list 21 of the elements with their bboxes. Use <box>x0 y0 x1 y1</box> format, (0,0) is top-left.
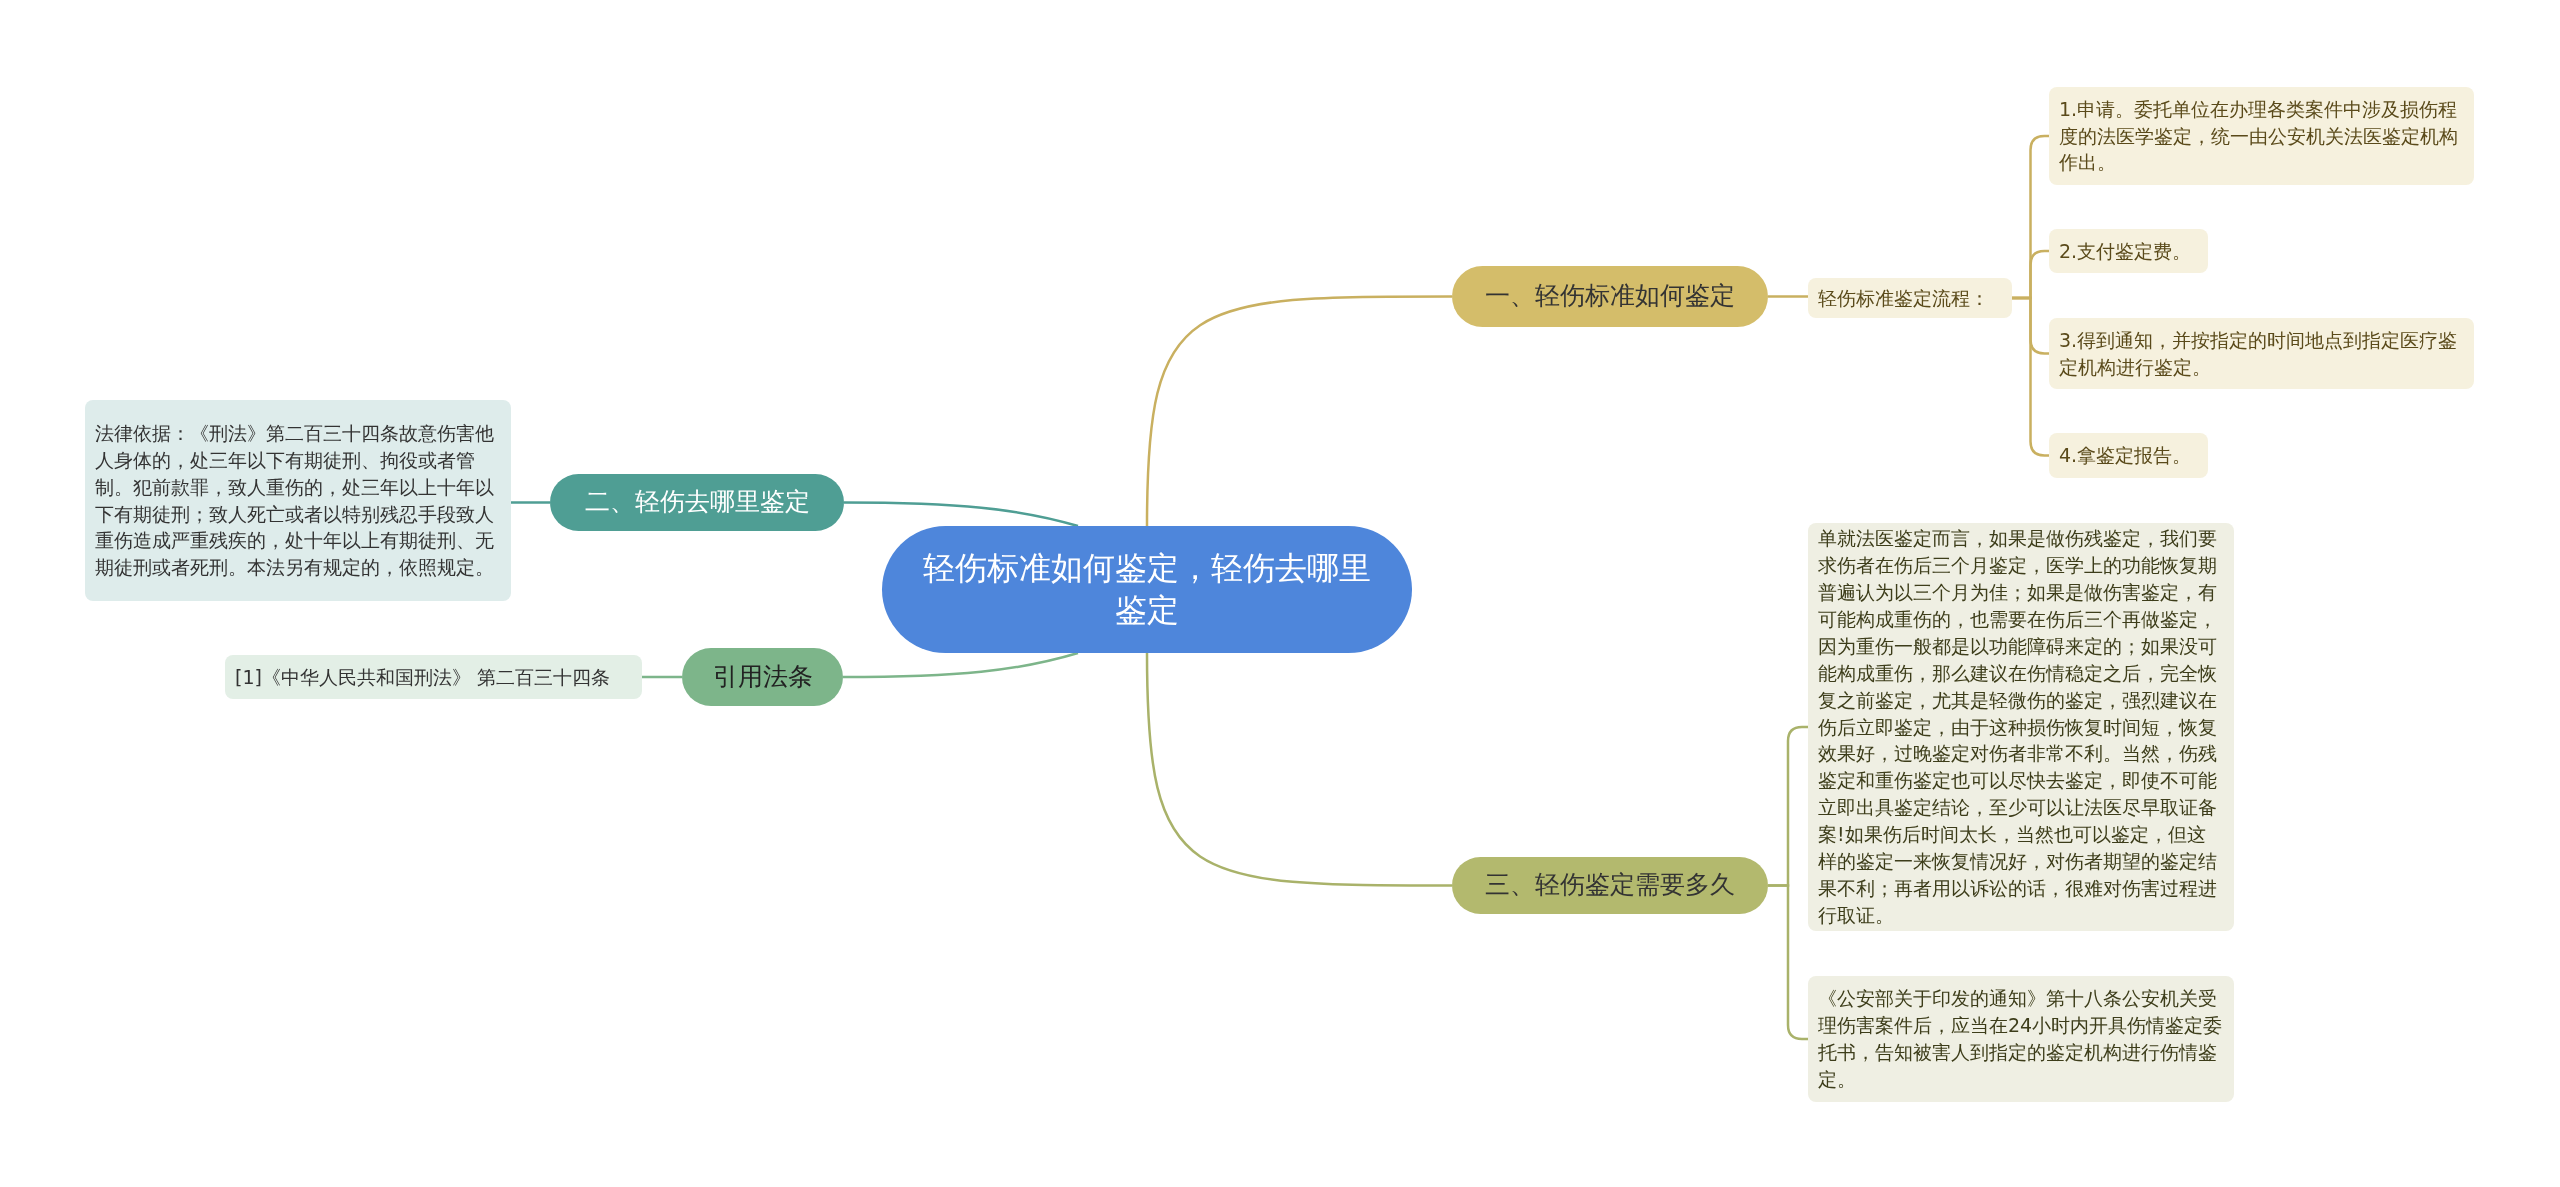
central-topic: 轻伤标准如何鉴定，轻伤去哪里鉴定 <box>882 526 1412 653</box>
step-box: 2.支付鉴定费。 <box>2049 229 2208 273</box>
citation-box: [1]《中华人民共和国刑法》 第二百三十四条 <box>225 655 642 699</box>
note-box: 单就法医鉴定而言，如果是做伤残鉴定，我们要求伤者在伤后三个月鉴定，医学上的功能恢复期普遍认为以三个月为佳；如果是做伤害鉴定，有可能构成重伤的，也需要在伤后三个再做鉴定，因为重伤一般都是以功能障碍来定的；如果没可能构成重伤，那么建议在伤情稳定之后，完全恢复之前鉴定，尤其是轻微伤的鉴定，强烈建议在伤后立即鉴定，由于这种损伤恢复时间短，恢复效果好，过晚鉴定对伤者非常不利。当然，伤残鉴定和重伤鉴定也可以尽快去鉴定，即使不可能立即出具鉴定结论，至少可以让法医尽早取证备案!如果伤后时间太长，当然也可以鉴定，但这样的鉴定一来恢复情况好，对伤者期望的鉴定结果不利；再者用以诉讼的话，很难对伤害过程进行取证。 <box>1808 523 2234 931</box>
note-box: 法律依据：《刑法》第二百三十四条故意伤害他人身体的，处三年以下有期徒刑、拘役或者管制。犯前款罪，致人重伤的，处三年以上十年以下有期徒刑；致人死亡或者以特别残忍手段致人重伤造成严重残疾的，处十年以上有期徒刑、无期徒刑或者死刑。本法另有规定的，依照规定。 <box>85 400 511 601</box>
connector-line <box>642 675 682 679</box>
topic-box: 三、轻伤鉴定需要多久 <box>1452 857 1768 914</box>
subtopic-box: 轻伤标准鉴定流程： <box>1808 278 2012 318</box>
step-box: 4.拿鉴定报告。 <box>2049 433 2208 478</box>
connector-line <box>1768 295 1808 298</box>
connector-line <box>1145 295 1452 527</box>
connector-line <box>1145 652 1452 887</box>
connector-line <box>843 651 1079 679</box>
note-box: 《公安部关于印发的通知》第十八条公安机关受理伤害案件后，应当在24小时内开具伤情鉴定委托书，告知被害人到指定的鉴定机构进行伤情鉴定。 <box>1808 976 2234 1102</box>
topic-box: 引用法条 <box>682 648 843 706</box>
topic-box: 一、轻伤标准如何鉴定 <box>1452 266 1768 327</box>
connector-line <box>844 501 1079 528</box>
connector-line <box>511 501 550 504</box>
step-box: 3.得到通知，并按指定的时间地点到指定医疗鉴定机构进行鉴定。 <box>2049 318 2474 389</box>
topic-box: 二、轻伤去哪里鉴定 <box>550 474 844 531</box>
step-box: 1.申请。委托单位在办理各类案件中涉及损伤程度的法医学鉴定，统一由公安机关法医鉴定机构作出。 <box>2049 87 2474 185</box>
